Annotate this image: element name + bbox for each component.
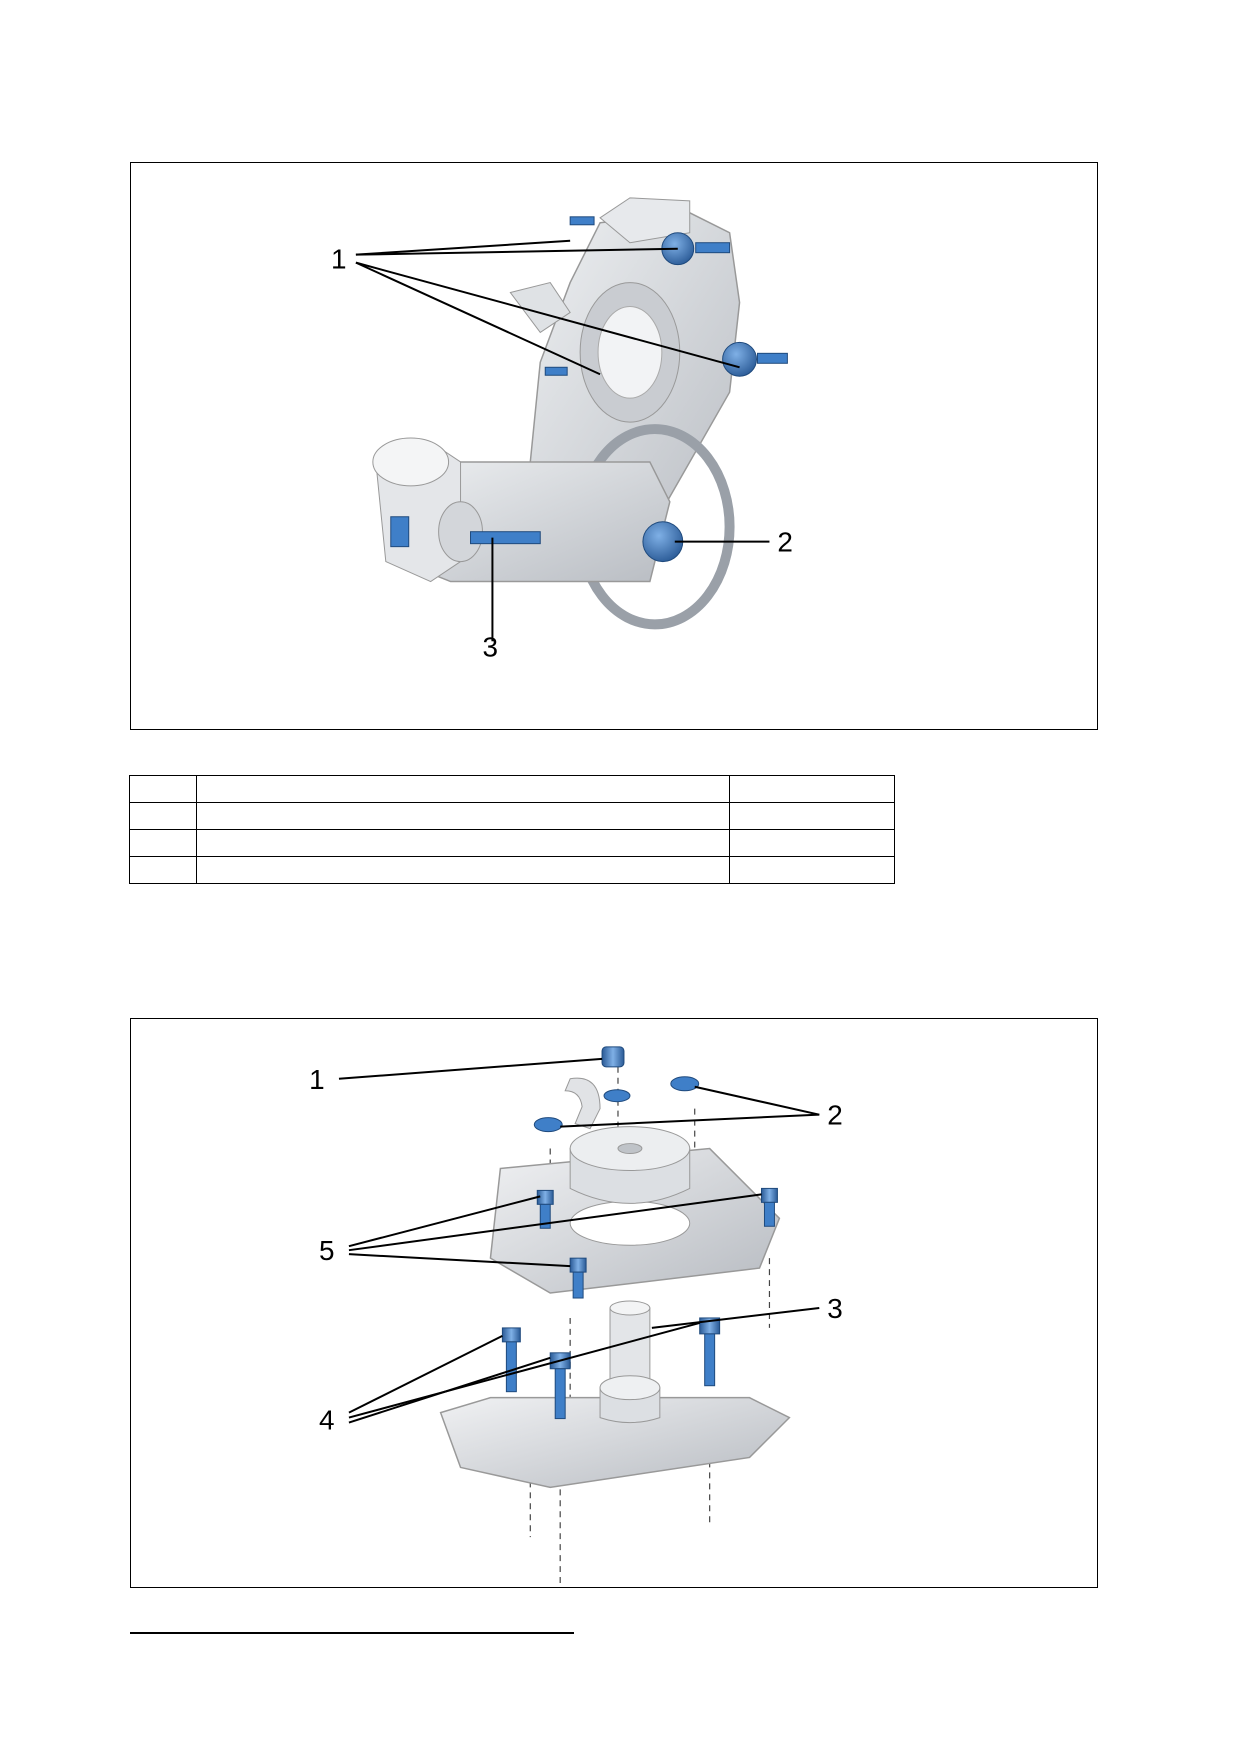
table-row xyxy=(129,829,895,857)
table-cell xyxy=(196,802,730,830)
fig2-callout-3: 3 xyxy=(827,1293,843,1324)
table-row xyxy=(129,802,895,830)
figure-wheel-carrier: 1 2 3 xyxy=(130,162,1098,730)
table-cell xyxy=(196,829,730,857)
table-cell xyxy=(129,829,197,857)
table-cell xyxy=(729,856,895,884)
table-cell xyxy=(129,775,197,803)
figure-engine-mount: 1 2 3 4 5 xyxy=(130,1018,1098,1588)
table-cell xyxy=(729,775,895,803)
table-cell xyxy=(196,775,730,803)
table-cell xyxy=(729,829,895,857)
fig2-callout-5: 5 xyxy=(319,1235,335,1266)
specification-table xyxy=(129,775,895,884)
fig2-callout-2: 2 xyxy=(827,1100,843,1131)
table-row xyxy=(129,856,895,884)
fig2-callout-4: 4 xyxy=(319,1405,335,1436)
fig2-callout-1: 1 xyxy=(309,1064,325,1095)
table-row xyxy=(129,775,895,803)
table-cell xyxy=(129,856,197,884)
table-cell xyxy=(196,856,730,884)
fig1-callout-3: 3 xyxy=(482,631,498,662)
fig1-callout-1: 1 xyxy=(331,244,347,275)
table-cell xyxy=(729,802,895,830)
engine-mount-illustration: 1 2 3 4 5 xyxy=(309,1046,843,1586)
footnote-separator xyxy=(130,1632,574,1634)
table-cell xyxy=(129,802,197,830)
wheel-carrier-illustration: 1 2 3 xyxy=(331,197,793,662)
fig1-callout-2: 2 xyxy=(777,527,793,558)
